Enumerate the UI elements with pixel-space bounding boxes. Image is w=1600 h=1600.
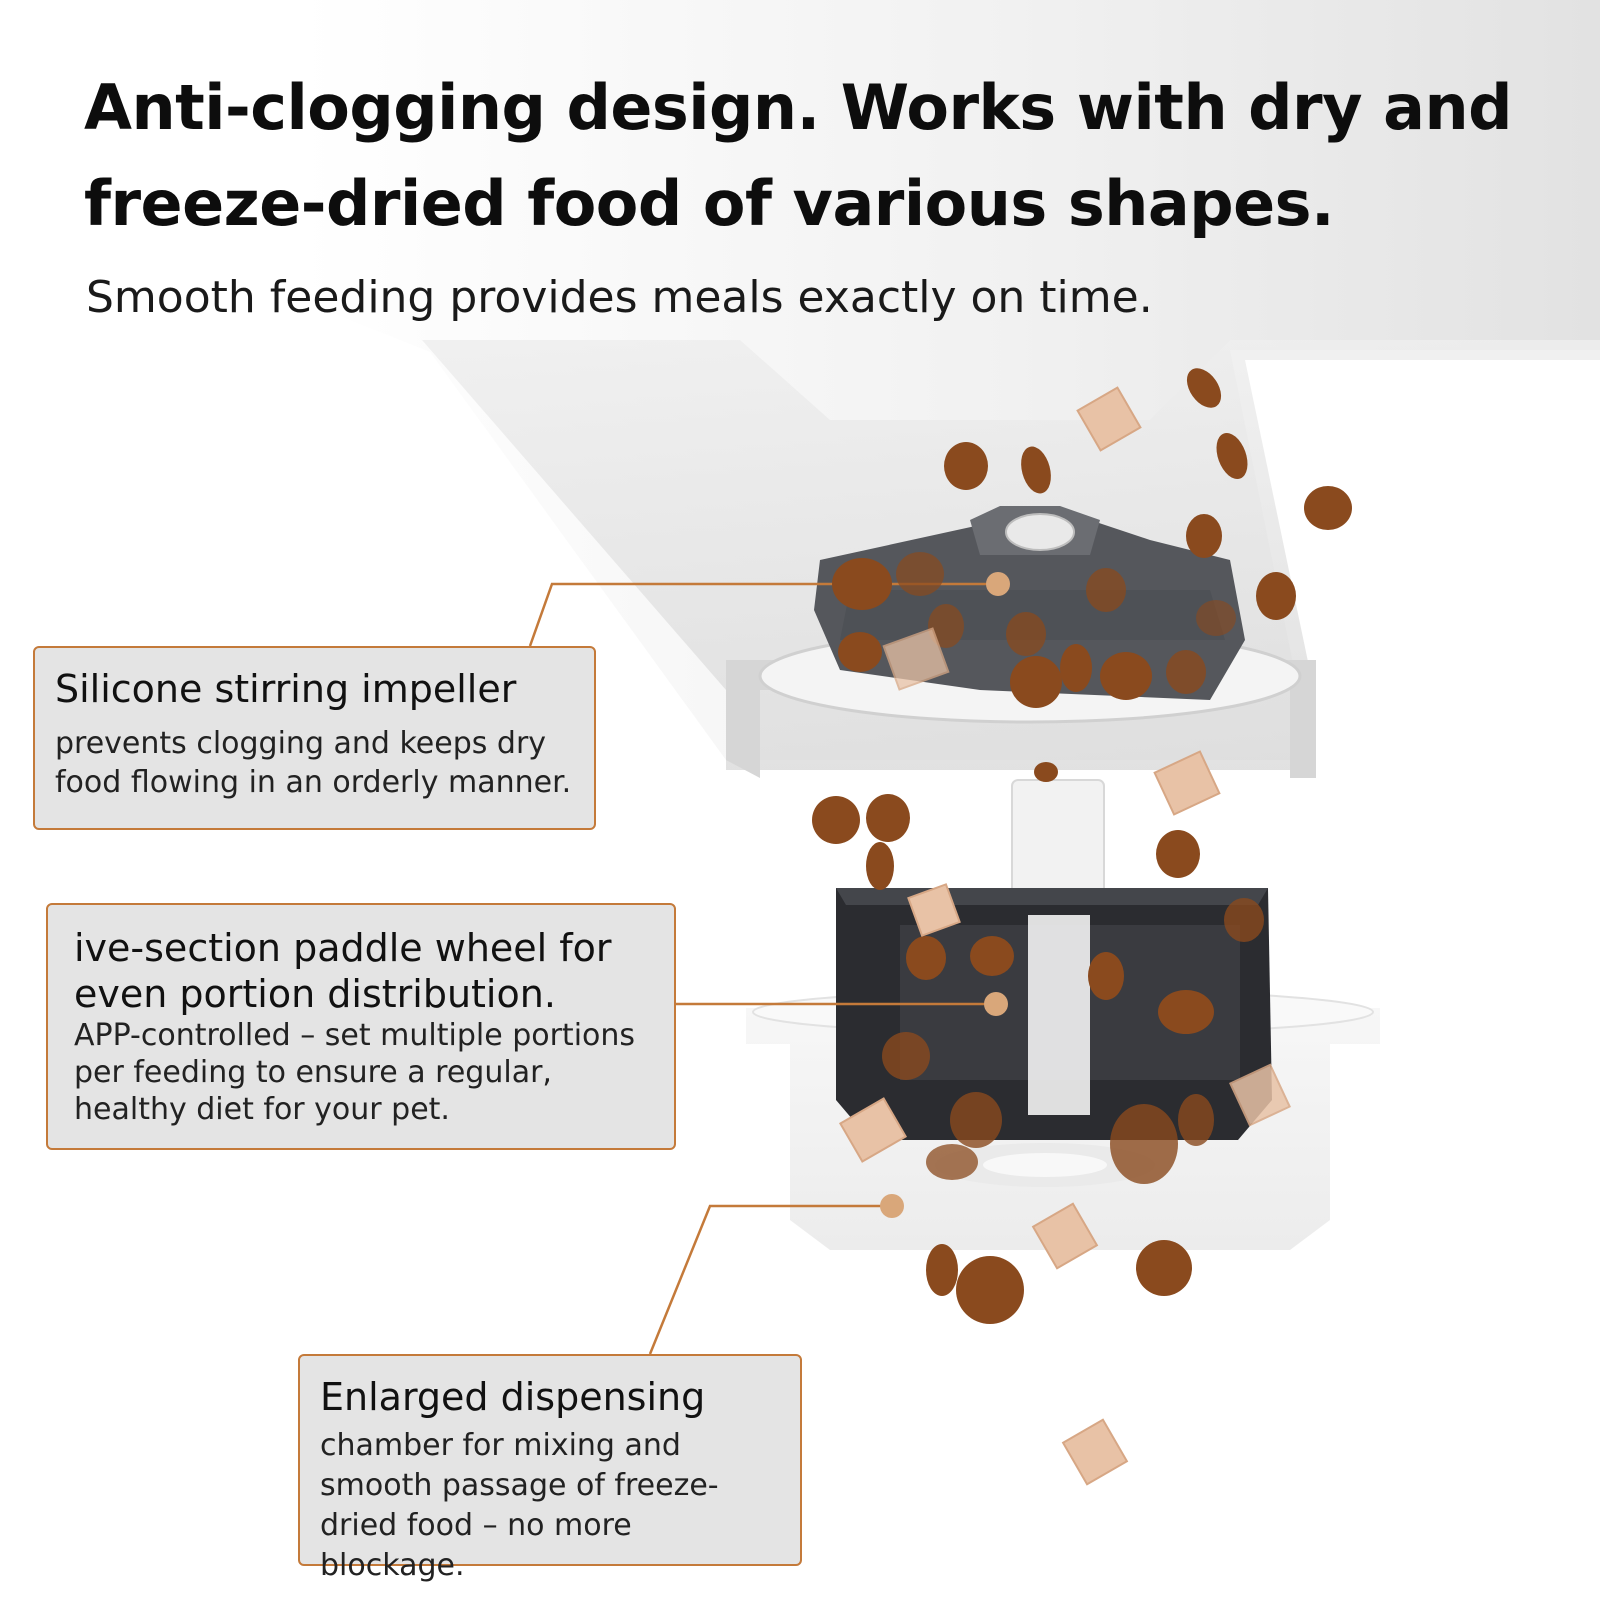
callout-body: APP-controlled – set multiple portions p… <box>74 1018 636 1127</box>
leader-dot-impeller <box>986 572 1010 596</box>
callout-body: chamber for mixing and smooth passage of… <box>320 1428 719 1583</box>
callout-title: ive-section paddle wheel for even portio… <box>74 926 612 1016</box>
leader-dot-paddle-wheel <box>984 992 1008 1016</box>
headline: Anti-clogging design. Works with dry and… <box>84 71 1512 240</box>
dry-kibble-pieces <box>812 368 1352 1324</box>
callout-title: Silicone stirring impeller <box>55 667 517 711</box>
leader-dot-chamber <box>880 1194 904 1218</box>
callout-paddle-wheel: ive-section paddle wheel for even portio… <box>46 903 676 1150</box>
callout-stirring-impeller: Silicone stirring impeller prevents clog… <box>33 646 596 830</box>
subheadline: Smooth feeding provides meals exactly on… <box>86 272 1153 323</box>
callout-title: Enlarged dispensing <box>320 1375 706 1419</box>
callout-dispensing-chamber: Enlarged dispensing chamber for mixing a… <box>298 1354 802 1583</box>
callout-body: prevents clogging and keeps dry food flo… <box>55 726 572 800</box>
freeze-dried-pieces <box>838 386 1291 1486</box>
paddle-wheel <box>836 779 1272 1140</box>
